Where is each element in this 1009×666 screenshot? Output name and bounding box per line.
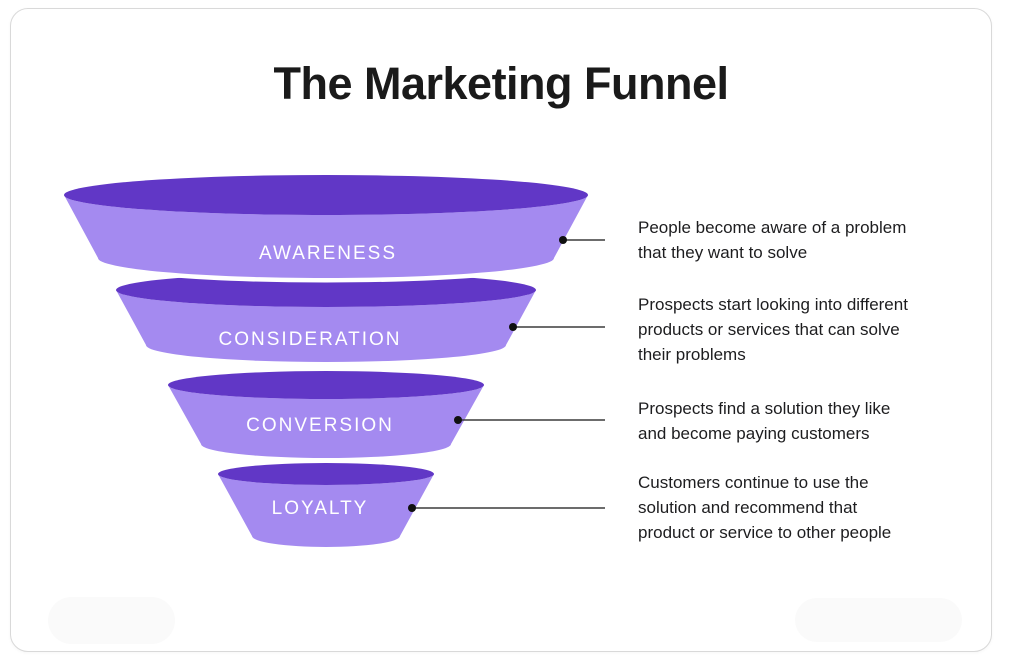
stage-description-consideration: Prospects start looking into different p…: [638, 295, 908, 364]
stage-description-loyalty: Customers continue to use the solution a…: [638, 473, 892, 542]
connector-consideration: [509, 323, 605, 331]
page-title: The Marketing Funnel: [273, 58, 729, 109]
stage-description-awareness: People become aware of a problem that th…: [638, 218, 907, 262]
connector-awareness: [559, 236, 605, 244]
stage-opening-awareness: [64, 175, 588, 215]
connector-dot-consideration: [509, 323, 517, 331]
stage-shape-consideration: [111, 273, 541, 367]
stage-shape-conversion: [163, 371, 489, 463]
stage-label-consideration: CONSIDERATION: [218, 329, 402, 350]
stage-label-awareness: AWARENESS: [258, 243, 398, 264]
stage-label-loyalty: LOYALTY: [271, 498, 369, 519]
stage-opening-consideration: [116, 273, 536, 307]
stage-opening-loyalty: [218, 463, 434, 485]
stage-shape-loyalty: [213, 463, 439, 552]
connector-dot-conversion: [454, 416, 462, 424]
stage-opening-conversion: [168, 371, 484, 399]
stage-shape-awareness: [59, 175, 593, 283]
connector-dot-awareness: [559, 236, 567, 244]
connector-conversion: [454, 416, 605, 424]
connector-loyalty: [408, 504, 605, 512]
connector-dot-loyalty: [408, 504, 416, 512]
stage-label-conversion: CONVERSION: [246, 415, 394, 436]
stage-description-conversion: Prospects find a solution they like and …: [638, 399, 891, 443]
watermark-right: [795, 598, 962, 642]
watermark-left: [48, 597, 175, 644]
